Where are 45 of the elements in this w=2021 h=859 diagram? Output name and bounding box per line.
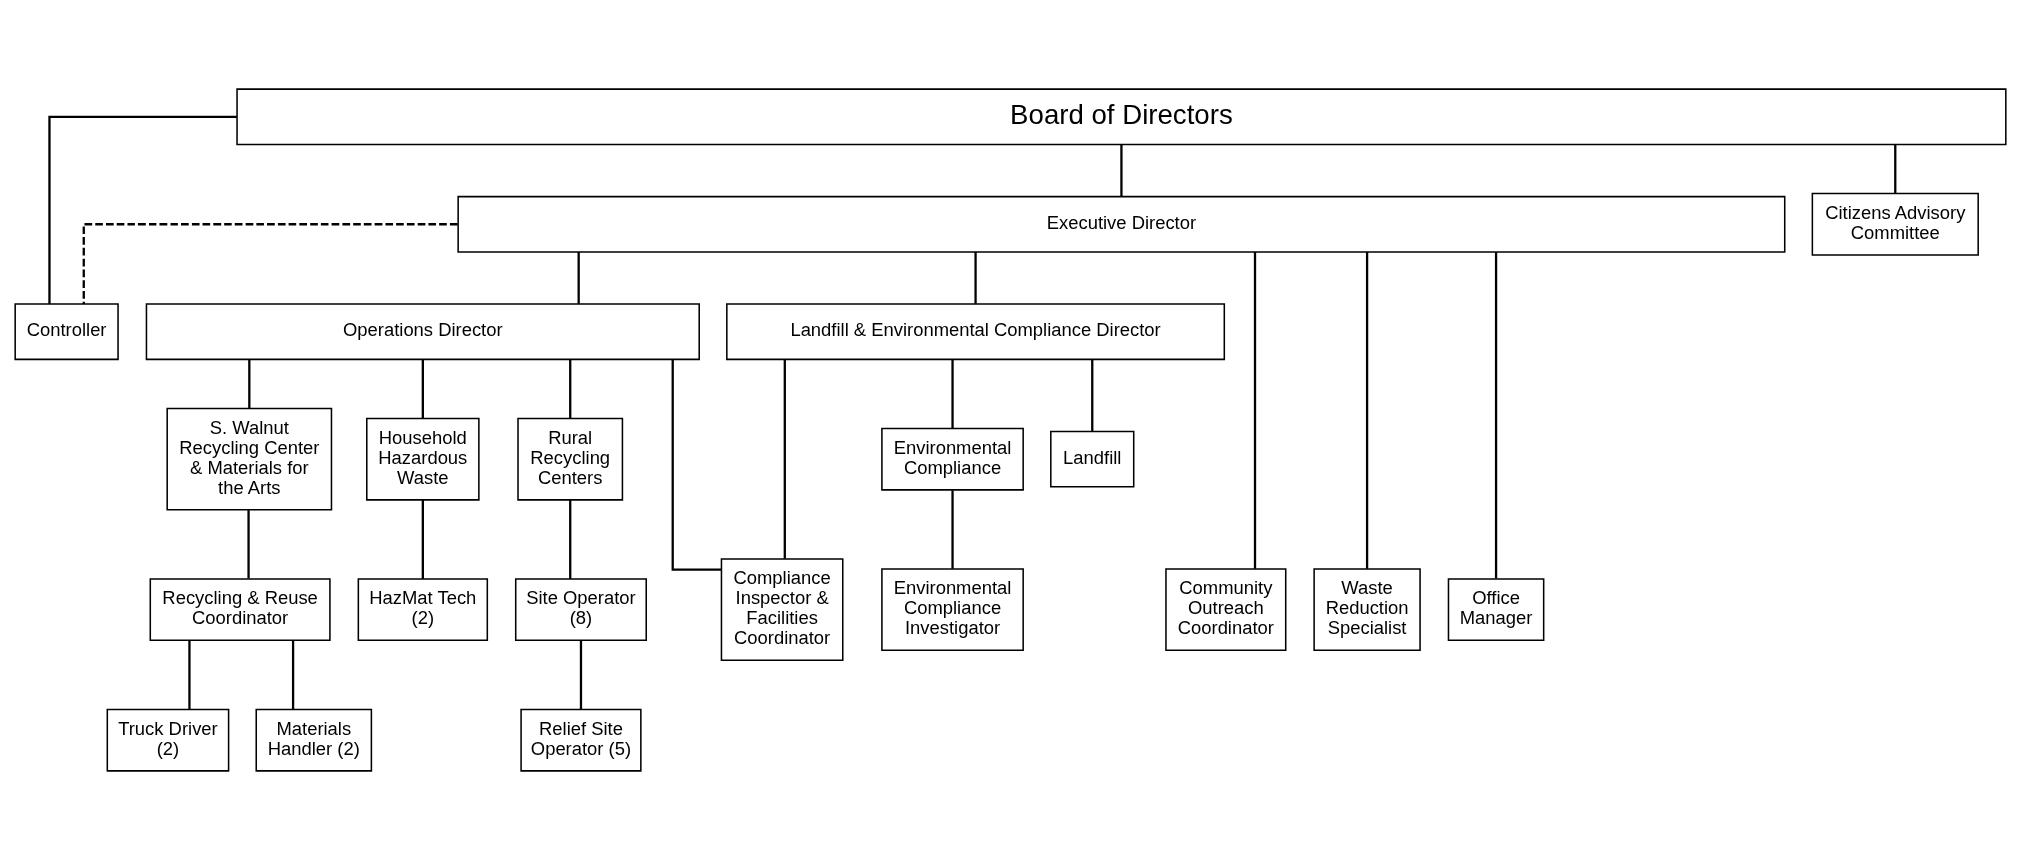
connector xyxy=(248,358,251,408)
connector xyxy=(569,499,572,579)
connector xyxy=(291,640,295,709)
node-box: Community Outreach Coordinator xyxy=(1165,567,1287,651)
connector xyxy=(579,640,583,709)
node-box: Operations Director xyxy=(145,302,700,360)
connector xyxy=(1494,251,1498,578)
node-box: Truck Driver (2) xyxy=(106,708,230,772)
node-box: Compliance Inspector & Facilities Coordinator xyxy=(720,557,844,661)
connector xyxy=(1365,251,1369,569)
connector xyxy=(577,251,580,304)
connector xyxy=(671,359,721,571)
node-box: S. Walnut Recycling Center & Materials for the Arts xyxy=(166,407,333,511)
connector xyxy=(951,358,954,428)
node-box: Landfill xyxy=(1050,430,1135,488)
node-box: Relief Site Operator (5) xyxy=(520,708,642,772)
node-box: Site Operator (8) xyxy=(514,577,647,641)
node-box: Environmental Compliance xyxy=(881,427,1024,491)
connector xyxy=(247,509,250,578)
connector xyxy=(48,115,237,304)
node-box: Materials Handler (2) xyxy=(255,708,373,772)
node-box: Landfill & Environmental Compliance Director xyxy=(726,302,1226,360)
connector xyxy=(421,499,424,579)
connector xyxy=(1894,143,1897,193)
connector xyxy=(421,358,424,418)
node-box: Recycling & Reuse Coordinator xyxy=(149,577,331,641)
node-box: Waste Reduction Specialist xyxy=(1313,567,1421,651)
node-box: Citizens Advisory Committee xyxy=(1811,192,1979,256)
connector xyxy=(569,358,572,418)
node-box: Controller xyxy=(14,302,119,360)
node-box: Executive Director xyxy=(457,195,1786,253)
connector xyxy=(783,358,786,559)
connector xyxy=(188,640,191,709)
node-box: Environmental Compliance Investigator xyxy=(881,567,1024,651)
node-box: Office Manager xyxy=(1447,577,1545,641)
node-box: Household Hazardous Waste xyxy=(366,417,480,501)
node-box: Board of Directors xyxy=(236,87,2007,145)
connector xyxy=(1091,358,1094,431)
connector xyxy=(974,251,977,304)
node-box: HazMat Tech (2) xyxy=(357,577,489,641)
node-box: Rural Recycling Centers xyxy=(517,417,624,501)
connector xyxy=(1253,251,1257,569)
connector xyxy=(82,222,458,304)
connector xyxy=(1120,143,1123,196)
connector xyxy=(951,489,954,569)
